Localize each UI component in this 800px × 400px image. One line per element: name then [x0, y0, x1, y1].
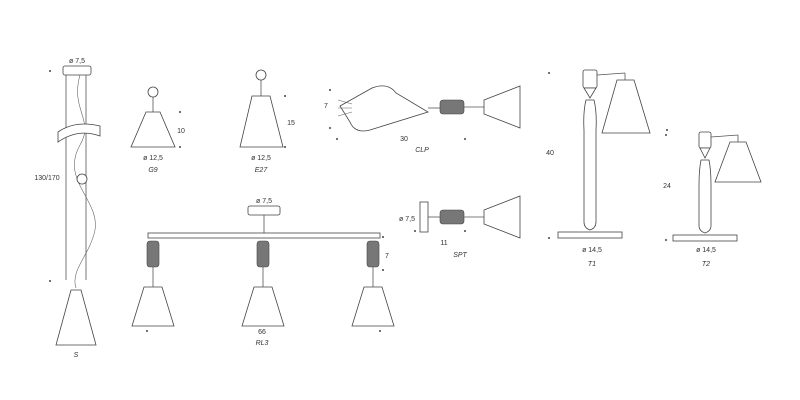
dim-tick [336, 138, 338, 140]
t2-arm [710, 134, 739, 138]
t2-top-joint [698, 131, 712, 149]
spot-base-diameter: ø 7,5 [399, 216, 415, 223]
dim-tick [329, 89, 331, 91]
pendant-shade [55, 289, 97, 346]
rail-joint-1 [146, 240, 160, 268]
rail-joint-2 [256, 240, 270, 268]
dim-tick [49, 70, 51, 72]
g9-bulb [147, 86, 159, 98]
rail-model-code: RL3 [256, 340, 269, 347]
dim-tick [464, 138, 466, 140]
dim-tick [665, 134, 667, 136]
rail-length: 66 [258, 329, 266, 336]
spot-joint [439, 209, 465, 225]
rail-shade-2 [241, 286, 285, 327]
t1-base-diameter: ø 14,5 [582, 247, 602, 254]
e27-shade [239, 95, 284, 148]
e27-bulb [255, 69, 267, 81]
dim-tick [179, 146, 181, 148]
dim-tick [379, 330, 381, 332]
rail-bar [147, 232, 381, 239]
dim-tick [666, 129, 668, 131]
e27-diameter: ø 12,5 [251, 155, 271, 162]
pendant-s: ø 7,5 130/170 S [34, 58, 101, 359]
pendant-counterweight [76, 173, 88, 185]
t1-shade [601, 79, 651, 134]
e27-height: 15 [287, 120, 295, 127]
pendant-break-mark [57, 123, 101, 143]
g9-model-code: G9 [148, 167, 157, 174]
t2-shade [714, 141, 762, 183]
dim-tick [49, 280, 51, 282]
t2-base-diameter: ø 14,5 [696, 247, 716, 254]
dim-tick [464, 230, 466, 232]
e27-model-code: E27 [255, 167, 269, 174]
dim-tick [414, 230, 416, 232]
pendant-model-code: S [74, 352, 79, 359]
t1-arm [596, 72, 626, 76]
lamp-table-t2: 24 ø 14,5 T2 [663, 131, 762, 268]
dim-tick [284, 146, 286, 148]
dim-tick [284, 95, 286, 97]
t2-upper-cone [699, 147, 711, 159]
dim-tick [179, 111, 181, 113]
t1-upper-cone [583, 87, 597, 99]
rail-shade-3 [351, 286, 395, 327]
rail-joint-3 [366, 240, 380, 268]
spot-wall-plate [419, 201, 429, 233]
t2-column [698, 159, 712, 234]
lamp-g9: 10 ø 12,5 G9 [130, 86, 185, 174]
t1-top-joint [582, 69, 598, 89]
dim-tick [548, 72, 550, 74]
rail-canopy-diameter: ø 7,5 [256, 198, 272, 205]
t2-base [672, 234, 738, 242]
lamp-spot: ø 7,5 11 SPT [399, 195, 521, 259]
clip-height: 7 [324, 103, 328, 110]
g9-shade [130, 111, 176, 148]
spot-model-code: SPT [453, 252, 467, 259]
pendant-canopy-diameter: ø 7,5 [69, 58, 85, 65]
clip-jaw [337, 99, 353, 117]
rail-height: 7 [385, 253, 389, 260]
clip-spring [339, 85, 429, 132]
dim-tick [329, 127, 331, 129]
pendant-height: 130/170 [34, 175, 59, 182]
g9-diameter: ø 12,5 [143, 155, 163, 162]
lamp-e27: 15 ø 12,5 E27 [239, 69, 295, 174]
clip-length: 30 [400, 136, 408, 143]
clip-shade [483, 85, 521, 129]
lamp-table-t1: 40 ø 14,5 T1 [546, 69, 668, 268]
t2-height: 24 [663, 183, 671, 190]
dim-tick [146, 330, 148, 332]
t1-base [557, 231, 623, 239]
g9-height: 10 [177, 128, 185, 135]
rail-canopy [247, 205, 281, 216]
clip-model-code: CLP [415, 147, 429, 154]
lamp-rail-rl3: ø 7,5 7 66 RL3 [131, 198, 395, 347]
t1-height: 40 [546, 150, 554, 157]
t1-column [583, 99, 597, 231]
rail-shade-1 [131, 286, 175, 327]
t1-model-code: T1 [588, 261, 596, 268]
pendant-canopy [62, 65, 92, 76]
dim-tick [382, 269, 384, 271]
spot-length: 11 [440, 240, 447, 247]
t2-model-code: T2 [702, 261, 710, 268]
pendant-cord [74, 74, 96, 289]
spot-shade [483, 195, 521, 239]
lamp-clip: 7 30 CLP [324, 85, 521, 154]
dim-tick [548, 237, 550, 239]
dim-tick [382, 236, 384, 238]
clip-joint [439, 99, 465, 115]
dim-tick [665, 239, 667, 241]
